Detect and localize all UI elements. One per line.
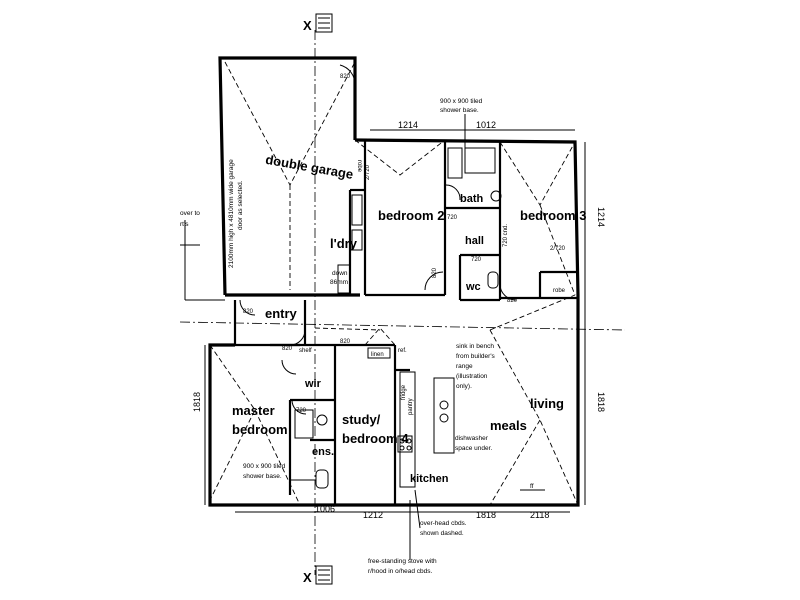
room-entry: entry <box>265 306 298 321</box>
robe-2720-bed3: 2/720 <box>550 246 566 252</box>
sink-icon <box>439 400 449 410</box>
note-down-2: 86mm <box>330 279 348 286</box>
note-shower-ens-1: 900 x 900 tiled <box>243 463 286 470</box>
dim-top-1214: 1214 <box>398 120 418 130</box>
section-mark-bottom: X <box>303 570 312 585</box>
note-overhead-1: over-head cbds. <box>420 520 467 527</box>
dimension-lines <box>180 129 586 513</box>
door-820-master: 820 <box>282 346 293 352</box>
dim-720-cnd: 720 cnd. <box>503 224 509 247</box>
note-sink-3: range <box>456 363 473 370</box>
room-wir: wir <box>304 378 322 390</box>
note-over-2: rt's <box>180 221 189 228</box>
note-sink-1: sink in bench <box>456 343 494 350</box>
note-ff: ff <box>530 483 534 490</box>
note-dishwasher-1: dishwasher <box>455 435 489 442</box>
ens-toilet <box>315 469 329 489</box>
label-fridge: fridge <box>401 384 407 400</box>
door-720-bath: 720 <box>447 215 458 221</box>
basin-bath <box>490 190 502 202</box>
shower-top <box>447 147 463 179</box>
stove <box>397 435 413 453</box>
dim-bottom-1212: 1212 <box>363 510 383 520</box>
dim-left-1818: 1818 <box>192 392 202 412</box>
note-sink-2: from builder's <box>456 353 496 360</box>
note-stove-2: r/hood in o/head cbds. <box>368 568 433 575</box>
fixtures <box>294 147 502 489</box>
door-820-entry: 820 <box>243 309 254 315</box>
room-ens: ens. <box>312 446 334 458</box>
room-bath: bath <box>460 193 484 205</box>
note-stove-1: free-standing stove with <box>368 558 437 565</box>
door-820-bed2: 820 <box>432 267 438 278</box>
room-study: study/ <box>342 412 381 427</box>
note-garage-door-1: 2100mm high x 4810mm wide garage <box>228 159 235 268</box>
room-living: living <box>530 396 564 411</box>
note-shower-top-1: 900 x 900 tiled <box>440 98 483 105</box>
note-down-1: down <box>332 270 348 277</box>
label-shelf: shelf <box>299 348 312 354</box>
note-dishwasher-2: space under. <box>455 445 492 452</box>
dim-bottom-1006: 1006 <box>315 504 335 514</box>
label-ref: ref. <box>398 348 407 354</box>
door-820-garage: 820 <box>340 74 351 80</box>
door-720-wc: 720 <box>471 257 482 263</box>
note-sink-4: (illustration <box>456 373 488 380</box>
wc-toilet <box>487 271 499 289</box>
door-820-study: 820 <box>340 339 351 345</box>
robe-2720-bed2: 2/720 <box>365 164 371 180</box>
door-820-bed3: 820 <box>507 298 518 304</box>
label-robe-bed3: robe <box>553 288 566 294</box>
room-laundry: l'dry <box>330 236 358 251</box>
leader-lines <box>290 114 545 560</box>
note-garage-door-2: door as selected. <box>237 180 244 230</box>
ceiling-lines <box>209 61 579 506</box>
dim-bottom-2118: 2118 <box>530 510 549 520</box>
label-linen: linen <box>371 352 384 358</box>
door-720-ens: 720 <box>296 408 307 414</box>
room-bedroom-4: bedroom 4 <box>342 431 409 446</box>
note-shower-ens-2: shower base. <box>243 473 282 480</box>
kitchen-bench <box>399 371 416 488</box>
interior-walls <box>233 140 578 505</box>
section-line: X X <box>303 13 333 585</box>
dim-bottom-1818: 1818 <box>476 510 496 520</box>
room-meals: meals <box>490 418 527 433</box>
note-shower-top-2: shower base. <box>440 107 479 114</box>
note-sink-5: only). <box>456 383 472 390</box>
kitchen-island <box>433 377 455 454</box>
room-master-bedroom: bedroom <box>232 422 288 437</box>
note-overhead-2: shown dashed. <box>420 530 464 537</box>
horizontal-section-line <box>179 321 626 331</box>
room-hall: hall <box>465 235 484 247</box>
basin-ens <box>316 414 328 426</box>
room-bedroom-2: bedroom 2 <box>378 208 444 223</box>
laundry-trough <box>351 194 363 226</box>
label-robe-bed2: robe <box>356 160 362 173</box>
room-bedroom-3: bedroom 3 <box>520 208 586 223</box>
door-swings <box>239 64 517 415</box>
label-pantry: pantry <box>408 398 414 415</box>
dim-right-1818: 1818 <box>596 392 606 412</box>
bathtub <box>464 147 496 174</box>
room-kitchen: kitchen <box>410 473 449 485</box>
dim-right-1214: 1214 <box>596 207 606 227</box>
room-master: master <box>232 403 275 418</box>
note-over-1: over to <box>180 210 200 217</box>
room-wc: wc <box>465 281 481 293</box>
section-mark-top: X <box>303 18 312 33</box>
room-double-garage: double garage <box>264 152 354 182</box>
dim-top-1012: 1012 <box>476 120 496 130</box>
